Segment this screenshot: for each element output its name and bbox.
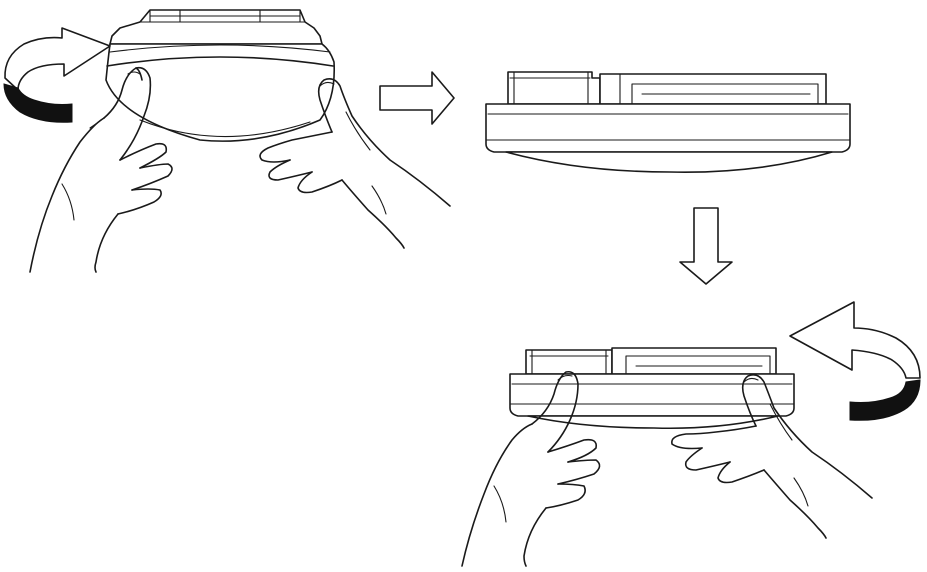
step-2-to-3-arrow [679, 207, 733, 285]
right-arrow-icon [379, 71, 455, 125]
step-1-rotate-remove [3, 9, 451, 273]
step-1-device [105, 9, 336, 142]
step-2-device [485, 71, 851, 173]
down-arrow-icon [679, 207, 733, 285]
step-1-left-hand [29, 66, 173, 273]
step-1-rotation-arrow [3, 27, 111, 123]
curved-rotation-arrow-icon [4, 27, 111, 91]
step-3-left-hand [461, 370, 601, 567]
step-1-right-hand [259, 78, 451, 249]
step-1-to-2-arrow [379, 71, 455, 125]
step-3-device [509, 347, 795, 430]
step-3-right-hand [670, 374, 873, 539]
step-3-rotate-attach [461, 301, 921, 567]
step-3-rotation-arrow [789, 301, 921, 421]
curved-rotation-arrow-icon [789, 301, 921, 379]
